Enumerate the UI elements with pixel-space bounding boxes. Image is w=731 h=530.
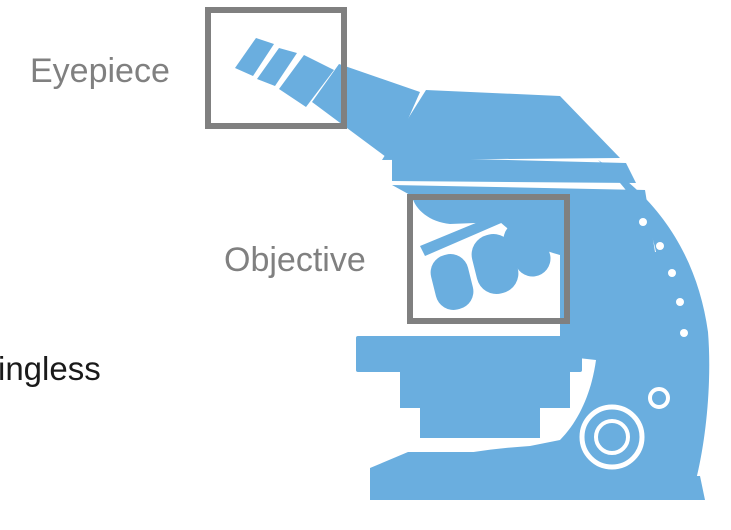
objective-label: Objective	[224, 241, 366, 279]
arm-dot-1	[639, 218, 647, 226]
arm-dot-3	[668, 269, 676, 277]
microscope-stage	[356, 336, 582, 372]
arm-dot-4	[676, 298, 684, 306]
eyepiece-label: Eyepiece	[30, 52, 170, 90]
arm-dot-2	[656, 242, 664, 250]
arm-dot-5	[680, 329, 688, 337]
objective-lens-1	[427, 250, 477, 314]
partial-caption-text: ingless	[0, 350, 101, 387]
microscope-head	[382, 90, 620, 160]
condenser	[420, 408, 540, 438]
stage-lower-block	[400, 372, 570, 408]
